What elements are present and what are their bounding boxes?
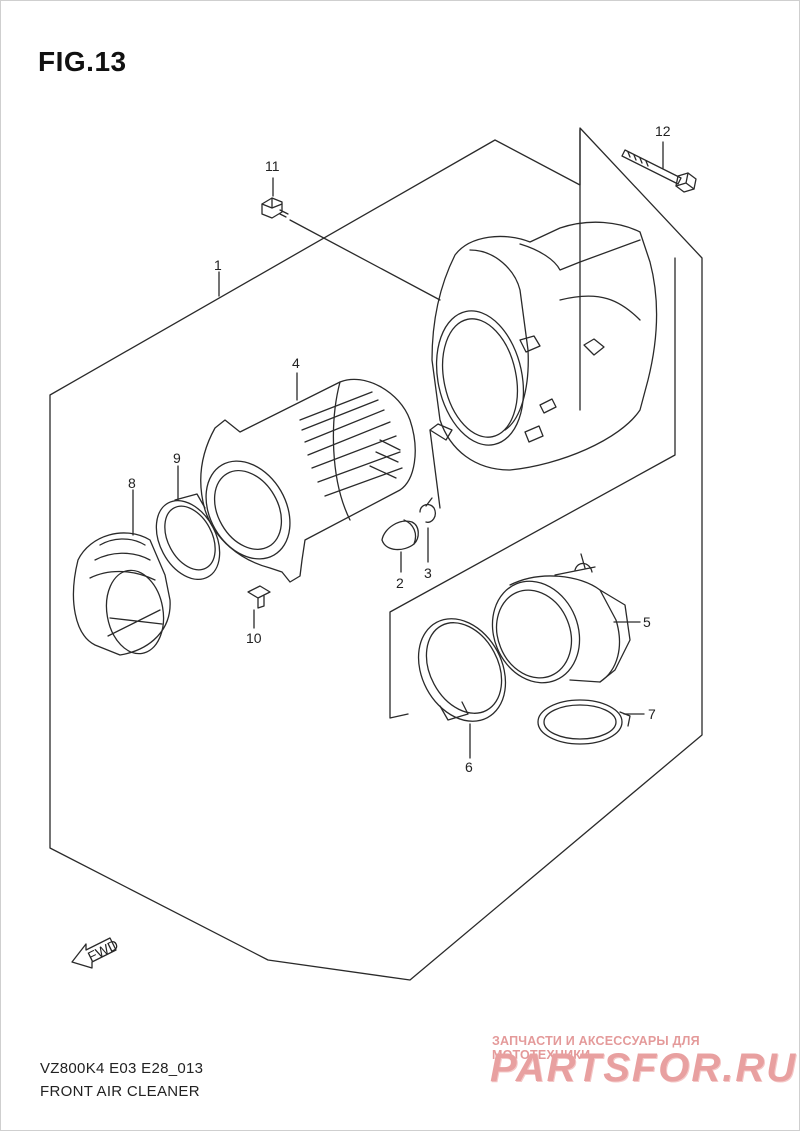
callout-9: 9: [173, 450, 181, 466]
callout-3: 3: [424, 565, 432, 581]
model-code: VZ800K4 E03 E28_013: [40, 1060, 204, 1077]
callout-1: 1: [214, 257, 222, 273]
callout-4: 4: [292, 355, 300, 371]
callout-6: 6: [465, 759, 473, 775]
callout-8: 8: [128, 475, 136, 491]
callout-5: 5: [643, 614, 651, 630]
subassembly-outline: [389, 257, 676, 719]
screw: [247, 585, 271, 609]
leader-11-case: [289, 219, 441, 301]
section-name: FRONT AIR CLEANER: [40, 1083, 200, 1100]
callout-10: 10: [246, 630, 262, 646]
air-cleaner-case: [429, 221, 658, 471]
hose-clamp: [417, 618, 507, 722]
intake-pipe: [491, 553, 631, 684]
bolt-small: [261, 197, 289, 219]
callout-7: 7: [648, 706, 656, 722]
watermark-logo: PARTSFOR.RU: [490, 1046, 798, 1090]
air-filter-element: [200, 378, 416, 583]
fwd-label: FWD: [85, 936, 121, 964]
callout-2: 2: [396, 575, 404, 591]
intake-funnel: [72, 532, 171, 656]
fwd-arrow-icon: FWD: [71, 936, 121, 969]
figure-title: FIG.13: [38, 46, 127, 77]
callout-11: 11: [265, 158, 280, 174]
ring-clamp: [537, 699, 631, 745]
drain-plug: [381, 519, 419, 551]
leader-3b: [429, 429, 441, 509]
callout-12: 12: [655, 123, 671, 139]
clip-ring: [419, 497, 436, 523]
assembly-outline: [49, 127, 703, 981]
bolt-long: [621, 149, 697, 193]
watermark-tagline: ЗАПЧАСТИ И АКСЕССУАРЫ ДЛЯ МОТОТЕХНИКИ: [492, 1034, 700, 1062]
filter-collar: [155, 493, 221, 580]
